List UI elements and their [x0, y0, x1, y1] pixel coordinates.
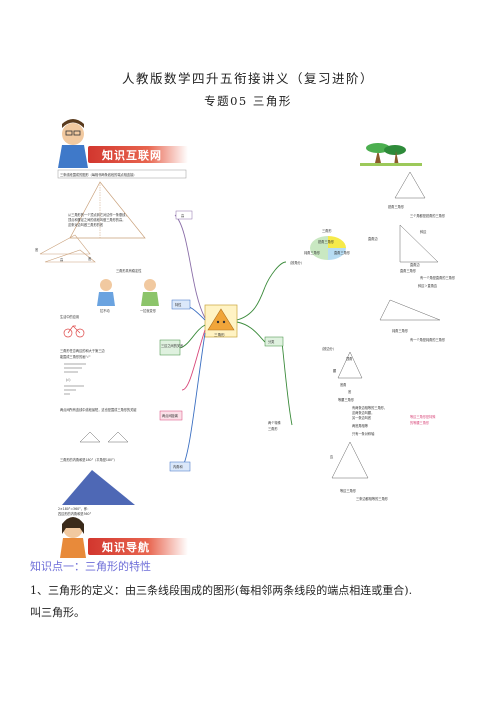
right-edges: 直角边	[368, 236, 378, 241]
mindmap-stability-b: 一拉就变形	[140, 308, 157, 313]
mindmap-application: 生活中的应用	[60, 314, 79, 319]
iso-desc-2: 这两条边叫腰，	[352, 410, 374, 415]
iso-apex: 顶角	[346, 356, 352, 361]
page-title: 人教版数学四升五衔接讲义（复习进阶）	[121, 71, 374, 86]
iso-waist: 腰	[333, 369, 336, 373]
two-kinds-1: 两个特殊	[268, 420, 282, 425]
iso-axis: 只有一条对称轴	[352, 431, 374, 436]
mindmap-base-a: 底	[35, 247, 39, 252]
two-kinds-2: 三角形	[268, 426, 278, 431]
obtuse-title: 钝角三角形	[392, 328, 409, 333]
mindmap-base-b: 高	[60, 257, 63, 262]
mind-map: 三角形 三条线段围成的图形（每相邻两条线段的端点相连接） 从三角形的一个顶点到它…	[35, 119, 456, 558]
mindmap-feature-tag: 特性	[175, 302, 182, 307]
bicycle-icon	[63, 325, 85, 338]
mindmap-height-tag: 高	[181, 213, 184, 218]
mindmap-side-check: （√）	[64, 377, 72, 382]
iso-equal: 两底角相等	[352, 423, 369, 428]
leg: 直角边	[410, 262, 420, 267]
iso-base-angle: 底角	[340, 382, 346, 387]
mindmap-stability-a: 拉不动	[100, 308, 110, 313]
mindmap-class-tag: 分类	[268, 339, 275, 344]
palm-tree-icon	[360, 143, 422, 166]
mindmap-side-tag: 三边之间的关系	[161, 343, 183, 348]
mindmap-base-c: 底	[88, 256, 92, 261]
mindmap-height-text-2: 顶点和垂足之间的线段叫做三角形的高，	[68, 217, 125, 222]
mindmap-sum-text: 三角形的内角和是180°（平角是180°）	[60, 457, 117, 462]
obtuse-desc: 有一个角是钝角的三角形	[410, 337, 446, 342]
mindmap-sum-calc-2: 四边形的内角和是360°	[58, 511, 92, 516]
equi-title: 等边三角形	[340, 488, 357, 493]
mindmap-center-label: 三角形	[214, 332, 225, 337]
equi-side: 边	[330, 454, 334, 459]
knowledge-guide-label: 知识导航	[102, 541, 150, 554]
girl-avatar-icon	[60, 517, 86, 558]
knowledge-point-heading: 知识点一：三角形的特性	[30, 560, 151, 573]
teacher-avatar-icon	[58, 119, 88, 168]
definition-line-2: 叫三角形。	[30, 606, 85, 619]
mindmap-side-rule: 三角形任意两边的和大于第三边	[60, 348, 105, 353]
iso-base: 底	[348, 389, 352, 394]
right-sum: 斜边＞直角边	[418, 283, 438, 288]
page-subtitle: 专题05 三角形	[204, 94, 292, 108]
mindmap-sum-calc-1: 2×180°=360°，即：	[58, 507, 90, 511]
mindmap-side-judge: 能围成三角形的画"√"	[60, 354, 91, 359]
mindmap-by-angle: （按角分）	[288, 260, 304, 265]
knowledge-network-label: 知识互联网	[102, 149, 162, 162]
mindmap-stability-title: 三角形具有稳定性	[116, 268, 142, 273]
acute-desc: 三个角都是锐角的三角形	[410, 213, 446, 218]
pie-label-right: 直角三角形	[334, 250, 351, 255]
note-1: 等边三角形是特殊	[410, 414, 436, 419]
mindmap-sum-tag: 内角和	[173, 464, 183, 469]
mindmap-distance-text: 两点间所有连线中线段最短，这也是围成三角形的关键	[60, 407, 137, 412]
note-2: 的等腰三角形	[410, 420, 430, 425]
pie-title: 三角形	[322, 228, 332, 233]
definition-line-1: 1、三角形的定义：由三条线段围成的图形(每相邻两条线段的端点相连或重合).	[30, 584, 413, 597]
mindmap-distance-tag: 两点间距离	[162, 413, 178, 418]
iso-desc-1: 有两条边相等的三角形，	[352, 405, 387, 410]
triangle-mascot-icon: 三角形	[204, 304, 238, 338]
classification-pie: 三角形 锐角三角形 钝角三角形 直角三角形	[304, 228, 351, 260]
right-title: 直角三角形	[400, 268, 417, 273]
iso-title: 等腰三角形	[338, 397, 355, 402]
pie-label-acute: 锐角三角形	[318, 239, 335, 244]
iso-desc-3: 另一条边叫底	[352, 415, 372, 420]
right-desc: 有一个角是直角的三角形	[420, 275, 456, 280]
mindmap-height-text-3: 这条对边叫做三角形的底	[68, 222, 104, 227]
mindmap-definition: 三条线段围成的图形（每相邻两条线段的端点相连接）	[60, 172, 137, 177]
pie-label-obtuse: 钝角三角形	[304, 250, 321, 255]
equi-desc: 三条边都相等的三角形	[356, 496, 389, 501]
mindmap-height-text-1: 从三角形的一个顶点到它对边作一条垂线，	[68, 212, 129, 217]
mindmap-by-side: （按边分）	[320, 346, 336, 351]
hypotenuse: 斜边	[420, 229, 427, 234]
acute-title: 锐角三角形	[388, 204, 405, 209]
